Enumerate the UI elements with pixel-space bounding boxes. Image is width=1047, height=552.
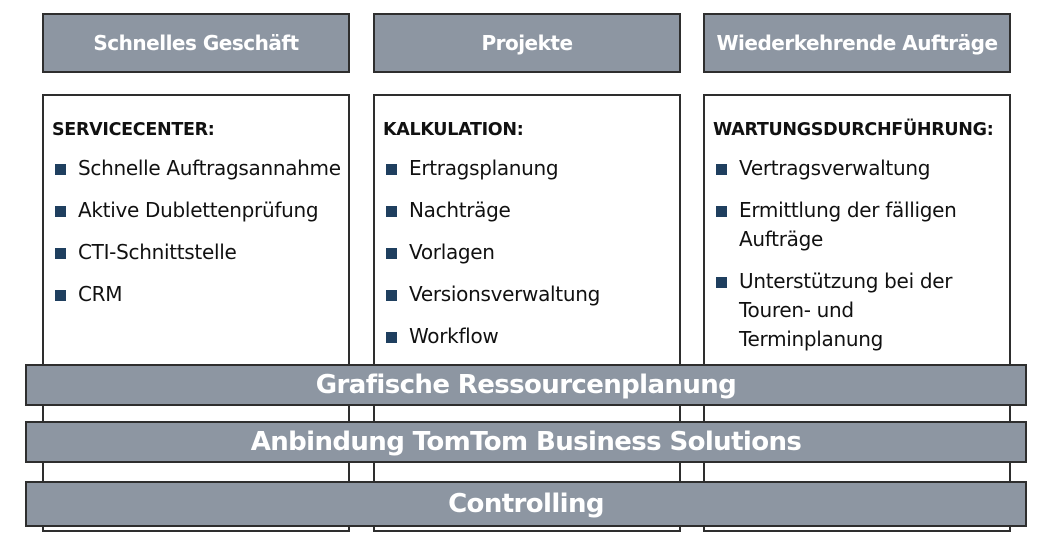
- square-bullet-icon: [55, 164, 66, 175]
- box-wartungsdurchfuehrung: WARTUNGSDURCHFÜHRUNG: Vertragsverwaltung…: [703, 94, 1011, 532]
- list-servicecenter: Schnelle Auftragsannahme Aktive Dublette…: [52, 154, 348, 309]
- list-item-text: Schnelle Auftragsannahme: [78, 156, 341, 180]
- list-item: Nachträge: [383, 196, 679, 225]
- list-item-text: Ermittlung der fälligen Aufträge: [739, 198, 957, 251]
- list-item-text: Versionsverwaltung: [409, 282, 600, 306]
- list-item: CRM: [52, 280, 348, 309]
- square-bullet-icon: [386, 332, 397, 343]
- list-item-text: Nachträge: [409, 198, 511, 222]
- list-kalkulation: Ertragsplanung Nachträge Vorlagen Versio…: [383, 154, 679, 351]
- box-title-wartungsdurchfuehrung: WARTUNGSDURCHFÜHRUNG:: [713, 120, 994, 140]
- list-wartungsdurchfuehrung: Vertragsverwaltung Ermittlung der fällig…: [713, 154, 1009, 354]
- list-item: Versionsverwaltung: [383, 280, 679, 309]
- band-anbindung-tomtom: Anbindung TomTom Business Solutions: [25, 421, 1027, 463]
- list-item-text: Vorlagen: [409, 240, 495, 264]
- list-item: Vorlagen: [383, 238, 679, 267]
- band-controlling: Controlling: [25, 481, 1027, 527]
- square-bullet-icon: [386, 164, 397, 175]
- square-bullet-icon: [386, 206, 397, 217]
- square-bullet-icon: [716, 164, 727, 175]
- list-item: Vertragsverwaltung: [713, 154, 1009, 183]
- list-item-text: Vertragsverwaltung: [739, 156, 931, 180]
- list-item: Ermittlung der fälligen Aufträge: [713, 196, 1009, 254]
- box-title-servicecenter: SERVICECENTER:: [52, 120, 215, 140]
- list-item: Ertragsplanung: [383, 154, 679, 183]
- header-wiederkehrende-auftraege: Wiederkehrende Aufträge: [703, 13, 1011, 73]
- list-item-text: Ertragsplanung: [409, 156, 559, 180]
- list-item: Schnelle Auftragsannahme: [52, 154, 348, 183]
- square-bullet-icon: [55, 248, 66, 259]
- list-item: Workflow: [383, 322, 679, 351]
- band-grafische-ressourcenplanung: Grafische Ressourcenplanung: [25, 364, 1027, 406]
- square-bullet-icon: [55, 290, 66, 301]
- header-projekte: Projekte: [373, 13, 681, 73]
- square-bullet-icon: [55, 206, 66, 217]
- square-bullet-icon: [716, 206, 727, 217]
- box-title-kalkulation: KALKULATION:: [383, 120, 524, 140]
- list-item-text: Aktive Dublettenprüfung: [78, 198, 319, 222]
- square-bullet-icon: [716, 277, 727, 288]
- list-item-text: Workflow: [409, 324, 499, 348]
- list-item-text: Unterstützung bei der Touren- und Termin…: [739, 269, 953, 351]
- list-item: Aktive Dublettenprüfung: [52, 196, 348, 225]
- list-item-text: CRM: [78, 282, 123, 306]
- box-kalkulation: KALKULATION: Ertragsplanung Nachträge Vo…: [373, 94, 681, 532]
- header-schnelles-geschaeft: Schnelles Geschäft: [42, 13, 350, 73]
- box-servicecenter: SERVICECENTER: Schnelle Auftragsannahme …: [42, 94, 350, 532]
- square-bullet-icon: [386, 248, 397, 259]
- list-item: Unterstützung bei der Touren- und Termin…: [713, 267, 1009, 354]
- list-item: CTI-Schnittstelle: [52, 238, 348, 267]
- square-bullet-icon: [386, 290, 397, 301]
- list-item-text: CTI-Schnittstelle: [78, 240, 237, 264]
